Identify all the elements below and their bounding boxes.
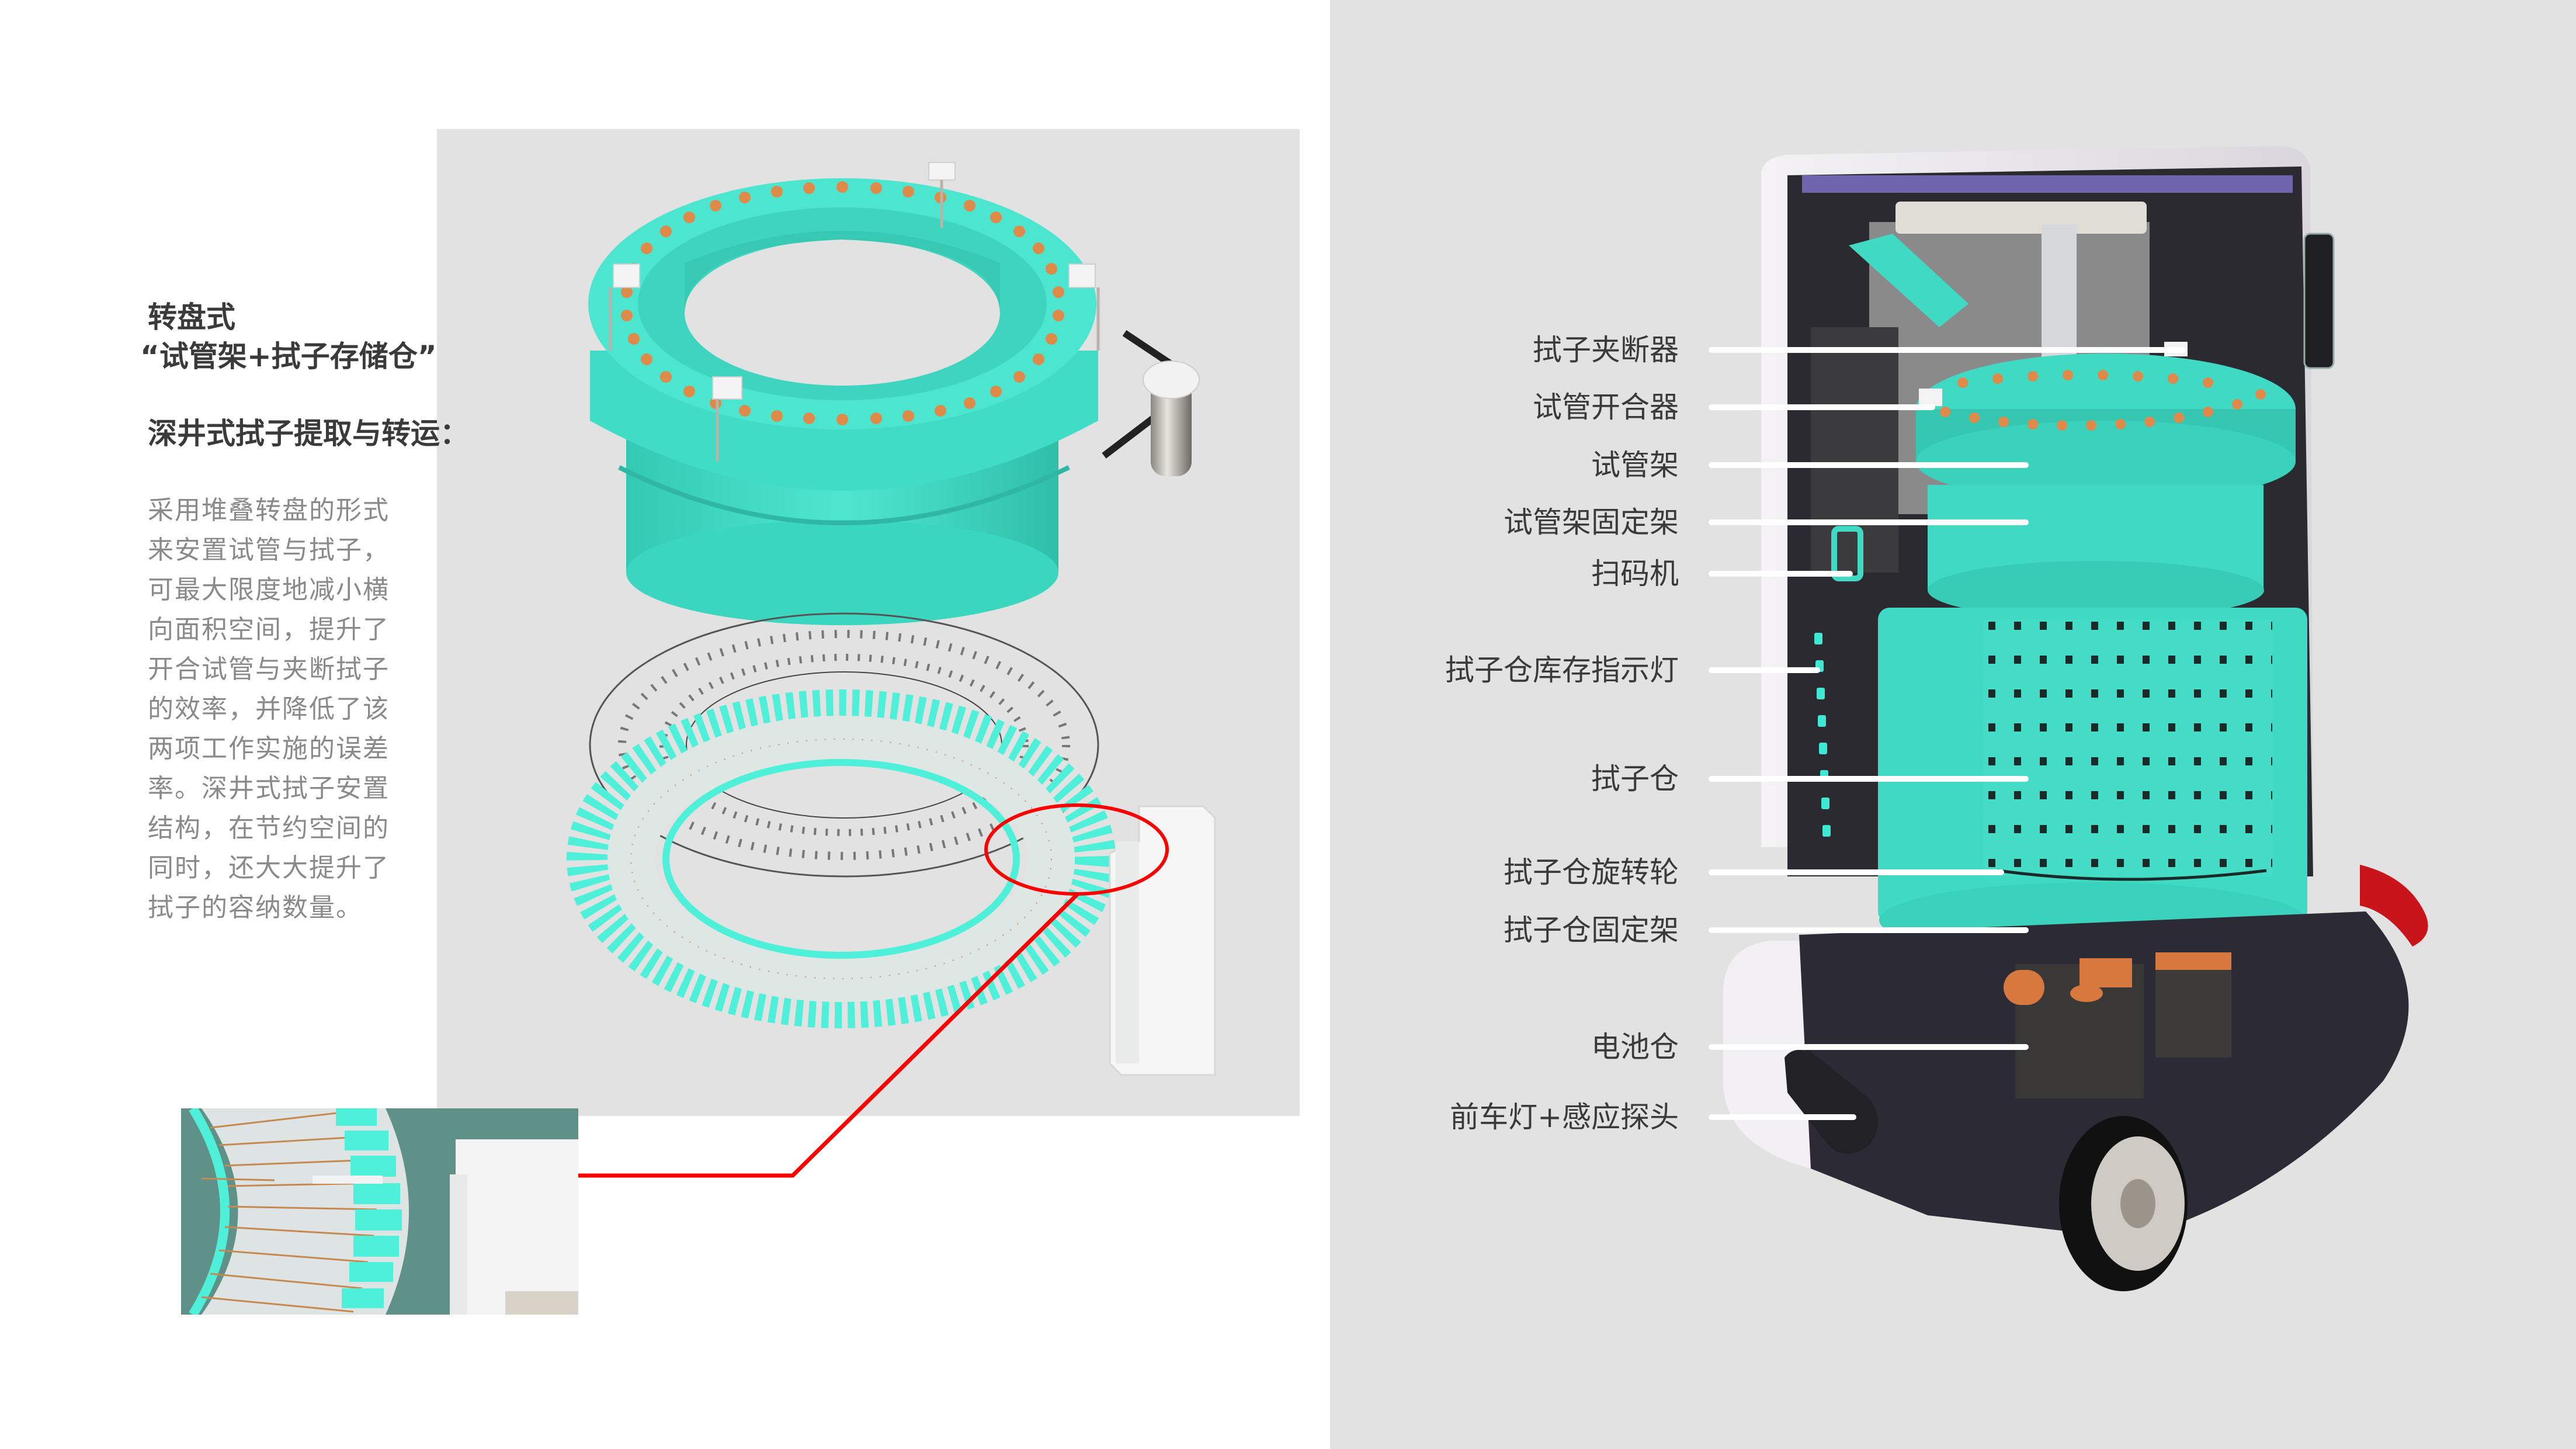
pointer-line-barcode-scanner <box>1709 571 1853 577</box>
description-line: 向面积空间，提升了 <box>148 615 390 644</box>
label-barcode-scanner: 扫码机 <box>1591 557 1679 591</box>
description-line: 两项工作实施的误差 <box>148 734 390 764</box>
swab-cutter-clamp <box>928 162 956 181</box>
label-swab-cutter: 拭子夹断器 <box>1533 333 1679 367</box>
description-paragraph: 采用堆叠转盘的形式 来安置试管与拭子， 可最大限度地减小横 向面积空间，提升了 … <box>148 491 428 928</box>
pointer-line-inventory-indicator <box>1709 667 1820 673</box>
label-headlight-sensor: 前车灯+感应探头 <box>1450 1100 1679 1134</box>
battery-compartment <box>2004 952 2231 1098</box>
barcode-scanner <box>1831 526 1863 581</box>
pointer-line-tube-rack-holder <box>1709 519 2029 525</box>
description-line: 同时，还大大提升了 <box>148 853 390 883</box>
callout-leader-line <box>578 892 1079 1178</box>
front-headlight-sensor <box>1785 1049 1878 1154</box>
pointer-line-swab-bin <box>1709 776 2029 782</box>
detail-inset-image <box>181 1108 578 1315</box>
description-line: 开合试管与夹断拭子 <box>148 654 390 684</box>
tube-opener-clamp <box>1068 264 1096 288</box>
pointer-line-swab-bin-holder <box>1709 927 2029 933</box>
pointer-line-headlight-sensor <box>1709 1114 1856 1120</box>
pointer-line-swab-bin-rotator <box>1709 869 2004 875</box>
pointer-line-battery-compartment <box>1709 1044 2029 1050</box>
description-line: 结构，在节约空间的 <box>148 813 390 843</box>
tube-opener-clamp <box>613 264 640 288</box>
label-tube-rack-holder: 试管架固定架 <box>1504 505 1679 539</box>
tube-opener-clamp <box>712 376 742 400</box>
description-line: 可最大限度地减小横 <box>148 575 390 605</box>
label-swab-bin: 拭子仓 <box>1591 762 1679 796</box>
exploded-swab-discs <box>567 612 1216 1076</box>
label-tube-opener: 试管开合器 <box>1533 390 1679 424</box>
description-line: 的效率，并降低了该 <box>148 694 390 724</box>
description-line: 率。深井式拭子安置 <box>148 774 390 803</box>
description-line: 采用堆叠转盘的形式 <box>148 495 390 525</box>
pointer-line-tube-rack <box>1709 462 2029 468</box>
clamp-arm <box>1895 202 2147 234</box>
test-tube-caps <box>621 181 1064 425</box>
section-subtitle-deep-well: 深井式拭子提取与转运： <box>148 417 469 450</box>
description-line: 拭子的容纳数量。 <box>148 893 363 923</box>
pointer-line-tube-opener <box>1709 404 1935 410</box>
label-swab-bin-holder: 拭子仓固定架 <box>1504 913 1679 947</box>
label-battery-compartment: 电池仓 <box>1591 1030 1679 1064</box>
label-swab-bin-rotator: 拭子仓旋转轮 <box>1504 855 1679 889</box>
pointer-line-swab-cutter <box>1709 347 2185 353</box>
section-title-rack-storage: “试管架+拭子存储仓” <box>140 339 437 373</box>
label-tube-rack: 试管架 <box>1591 448 1679 482</box>
carousel-rack-render <box>588 162 1200 625</box>
section-title-carousel: 转盘式 <box>148 300 235 334</box>
sampling-robot-render <box>1723 146 2428 1291</box>
label-inventory-indicator: 拭子仓库存指示灯 <box>1445 653 1679 687</box>
description-line: 来安置试管与拭子， <box>148 535 390 565</box>
rear-tail-light <box>2360 865 2428 947</box>
